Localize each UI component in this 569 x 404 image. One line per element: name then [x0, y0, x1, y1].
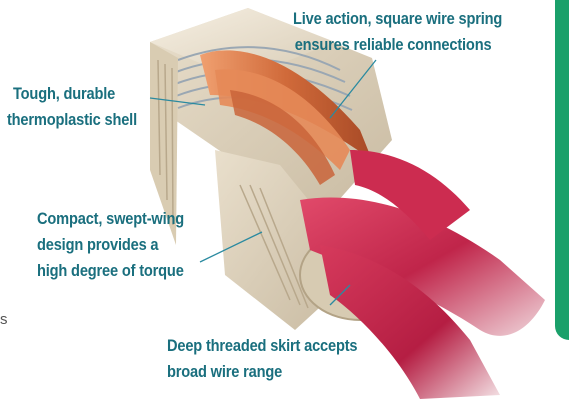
callout-spring-line2: ensures reliable connections [293, 32, 502, 58]
callout-spring: Live action, square wire spring ensures … [293, 6, 502, 58]
accent-side-bar [555, 0, 569, 340]
callout-shell-line1: Tough, durable [13, 81, 137, 107]
callout-skirt-line1: Deep threaded skirt accepts [167, 333, 357, 359]
callout-design-line2: design provides a [37, 232, 184, 258]
edge-text: s [0, 311, 8, 328]
callout-design: Compact, swept-wing design provides a hi… [37, 206, 184, 284]
callout-design-line3: high degree of torque [37, 258, 184, 284]
callout-skirt-line2: broad wire range [167, 359, 357, 385]
callout-shell: Tough, durable thermoplastic shell [13, 81, 137, 133]
callout-shell-line2: thermoplastic shell [7, 107, 137, 133]
callout-spring-line1: Live action, square wire spring [293, 6, 502, 32]
callout-skirt: Deep threaded skirt accepts broad wire r… [167, 333, 357, 385]
callout-design-line1: Compact, swept-wing [37, 206, 184, 232]
